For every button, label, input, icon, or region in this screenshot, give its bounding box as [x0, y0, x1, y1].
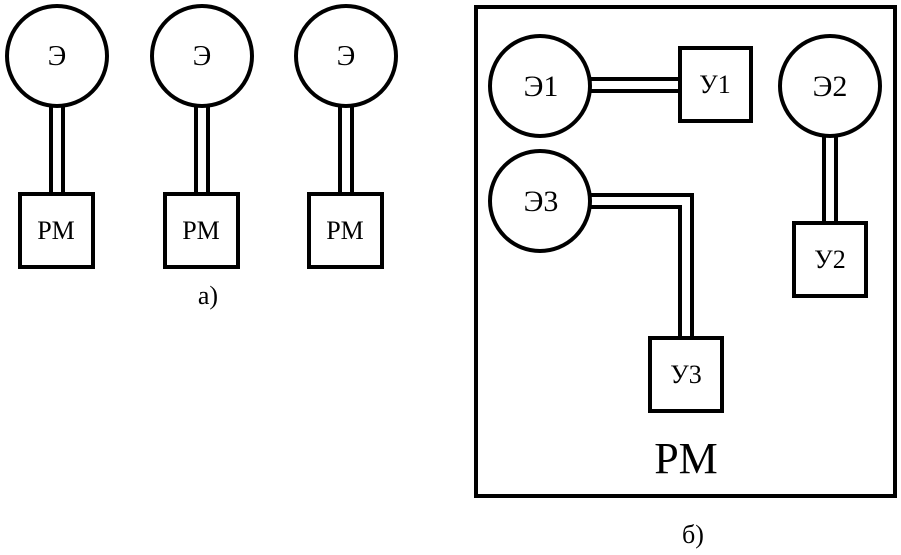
- link-e3-u3: [590, 193, 694, 338]
- device-u1-box: [678, 46, 753, 123]
- element-e3-circle: [488, 149, 592, 253]
- workplace-box: [307, 192, 384, 269]
- caption-a: а): [198, 281, 218, 310]
- workplace-label: РМ: [326, 216, 364, 245]
- device-u1-label: У1: [699, 70, 730, 99]
- part-b: Э1 Э2 Э3 У1 У2 У3 РМ б): [474, 5, 897, 549]
- device-u2-box: [792, 221, 868, 298]
- double-link: [49, 106, 65, 194]
- workplace-label: РМ: [654, 434, 718, 483]
- element-circle: [294, 4, 398, 108]
- element-circle: [150, 4, 254, 108]
- unit-1: Э РМ: [5, 4, 109, 269]
- device-u2-label: У2: [814, 245, 845, 274]
- workplace-box: [18, 192, 95, 269]
- device-u3-box: [648, 336, 724, 413]
- double-link: [338, 106, 354, 194]
- caption-b: б): [682, 520, 704, 549]
- unit-3: Э РМ: [294, 4, 398, 269]
- element-circle: [5, 4, 109, 108]
- device-u3-label: У3: [670, 360, 701, 389]
- workplace-box: [163, 192, 240, 269]
- double-link: [194, 106, 210, 194]
- element-e3-label: Э3: [524, 185, 559, 218]
- workplace-label: РМ: [182, 216, 220, 245]
- workplace-label: РМ: [37, 216, 75, 245]
- unit-2: Э РМ: [150, 4, 254, 269]
- link-e2-u2: [822, 134, 838, 223]
- element-label: Э: [48, 41, 66, 72]
- element-e2-circle: [778, 34, 882, 138]
- element-label: Э: [337, 41, 355, 72]
- element-label: Э: [193, 41, 211, 72]
- element-e1-label: Э1: [524, 70, 559, 103]
- part-a: Э РМ Э РМ Э РМ а): [5, 4, 398, 310]
- element-e2-label: Э2: [813, 70, 848, 103]
- element-e1-circle: [488, 34, 592, 138]
- link-e1-u1: [590, 77, 680, 93]
